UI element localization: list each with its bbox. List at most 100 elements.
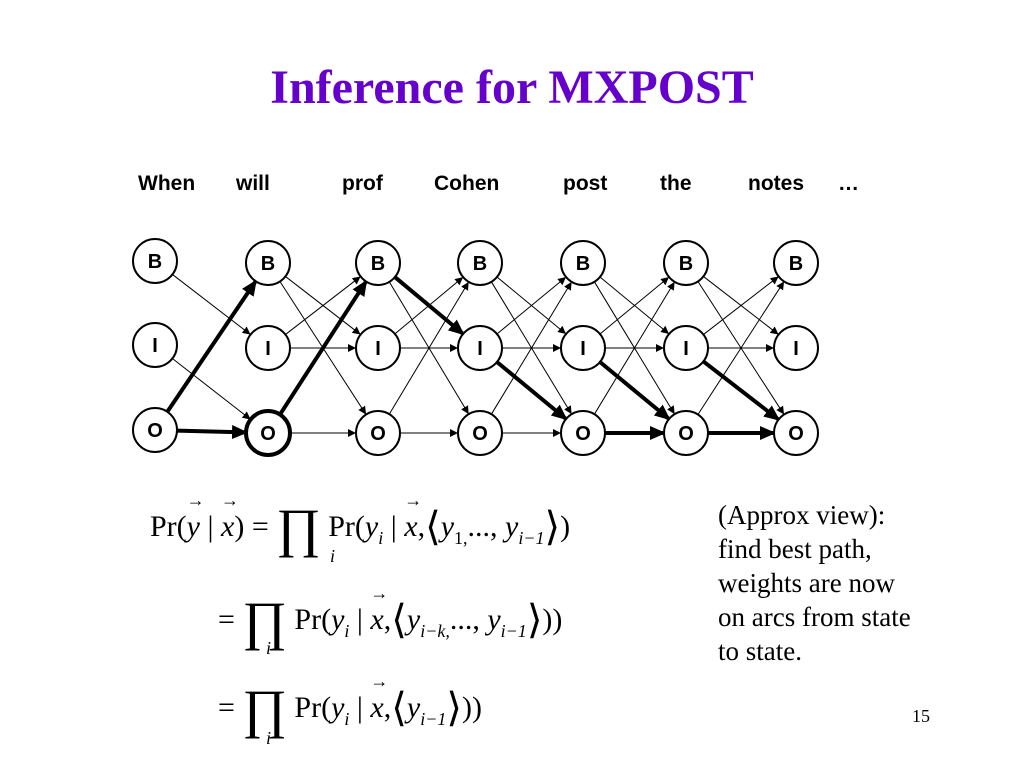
word-label: Cohen	[434, 172, 500, 195]
slide-title: Inference for MXPOST	[270, 61, 754, 114]
state-node-O: O	[355, 410, 401, 456]
equation-line-3: = ∏ Pr(yi | x,⟨yi−1⟩))	[218, 671, 482, 740]
left-angle: ⟨	[391, 685, 407, 730]
svg-text:O: O	[472, 423, 488, 445]
svg-text:I: I	[793, 338, 799, 360]
transition-arc	[490, 281, 572, 415]
state-node-O: O	[132, 407, 178, 453]
best-path-arc	[278, 279, 368, 416]
svg-text:I: I	[477, 338, 483, 360]
best-path-arc	[598, 360, 671, 421]
state-node-B: B	[560, 240, 606, 286]
svg-text:O: O	[370, 423, 386, 445]
state-node-B: B	[245, 240, 291, 286]
svg-text:I: I	[580, 338, 586, 360]
state-node-I: I	[773, 325, 819, 371]
svg-text:B: B	[576, 253, 590, 275]
subscript-i-minus-k: i−k,	[420, 621, 450, 641]
equation-line-2: = ∏ Pr(yi | x,⟨yi−k,..., yi−1⟩))	[218, 583, 562, 652]
state-node-I: I	[457, 325, 503, 371]
svg-text:B: B	[371, 253, 385, 275]
left-angle: ⟨	[425, 504, 441, 549]
subscript-1: 1,	[454, 528, 468, 548]
pr-symbol: Pr(	[294, 603, 332, 636]
subscript-i: i	[344, 621, 350, 641]
transition-arc	[285, 276, 361, 335]
given-bar: |	[356, 691, 363, 724]
transition-arc	[703, 276, 779, 335]
svg-text:I: I	[152, 335, 158, 357]
vector-x: x	[221, 490, 235, 544]
state-node-O: O	[560, 410, 606, 456]
given-bar: |	[356, 603, 363, 636]
subscript-i-minus-1: i−1	[500, 621, 527, 641]
transition-arc	[172, 358, 251, 420]
ellipsis: ...,	[467, 510, 498, 543]
svg-text:I: I	[375, 338, 381, 360]
approx-view-note: (Approx view): find best path, weights a…	[718, 498, 978, 668]
svg-text:B: B	[679, 253, 693, 275]
subscript-i-minus-1: i−1	[518, 528, 545, 548]
word-label: will	[236, 172, 270, 195]
state-node-O: O	[773, 410, 819, 456]
best-path-arc	[495, 360, 568, 421]
page-number: 15	[912, 706, 930, 726]
state-node-I: I	[132, 322, 178, 368]
var-y: y	[505, 510, 519, 543]
lattice-edges	[165, 274, 785, 440]
comma: ,	[383, 691, 392, 724]
close-paren: )	[234, 510, 245, 543]
svg-text:B: B	[789, 253, 803, 275]
left-angle: ⟨	[391, 597, 407, 642]
product-symbol: ∏	[242, 679, 287, 739]
word-label: notes	[748, 172, 805, 195]
svg-text:O: O	[147, 420, 163, 442]
product-symbol: ∏	[276, 498, 321, 558]
var-y: y	[487, 603, 501, 636]
best-path-arc	[393, 275, 465, 336]
state-node-O: O	[457, 410, 503, 456]
svg-text:B: B	[261, 253, 275, 275]
var-y: y	[406, 603, 421, 636]
product-index-i: i	[266, 728, 272, 748]
transition-arc	[599, 277, 670, 335]
state-node-O: O	[244, 409, 292, 457]
right-angle: ⟩	[446, 685, 462, 730]
transition-arc	[697, 281, 785, 415]
word-label: When	[138, 172, 196, 195]
equals-sign: =	[218, 691, 235, 724]
pr-symbol: Pr(	[294, 691, 332, 724]
state-node-I: I	[663, 325, 709, 371]
state-node-I: I	[560, 325, 606, 371]
best-path-arc	[165, 279, 257, 413]
state-node-B: B	[773, 240, 819, 286]
comma: ,	[383, 603, 392, 636]
best-path-arc	[702, 359, 781, 421]
var-y: y	[406, 691, 421, 724]
svg-text:O: O	[788, 423, 804, 445]
vector-x: x	[370, 671, 384, 725]
transition-arc	[593, 281, 675, 415]
right-angle: ⟩	[544, 504, 561, 549]
vector-y: y	[187, 490, 201, 544]
note-line: on arcs from state	[718, 602, 911, 632]
note-line: to state.	[718, 636, 802, 666]
state-node-B: B	[132, 238, 178, 284]
svg-text:I: I	[265, 338, 271, 360]
subscript-i: i	[344, 709, 350, 729]
var-y: y	[440, 510, 455, 543]
ellipsis: ...,	[449, 603, 480, 636]
var-y: y	[364, 510, 379, 543]
subscript-i-minus-1: i−1	[420, 709, 447, 729]
word-label: prof	[342, 172, 383, 195]
vector-x: x	[404, 490, 418, 544]
comma: ,	[417, 510, 426, 543]
state-node-B: B	[663, 240, 709, 286]
svg-text:I: I	[683, 338, 689, 360]
product-index-i: i	[330, 546, 336, 566]
product-symbol: ∏	[242, 591, 287, 651]
svg-text:O: O	[678, 423, 694, 445]
word-label: …	[838, 172, 859, 195]
transition-arc	[172, 274, 251, 335]
